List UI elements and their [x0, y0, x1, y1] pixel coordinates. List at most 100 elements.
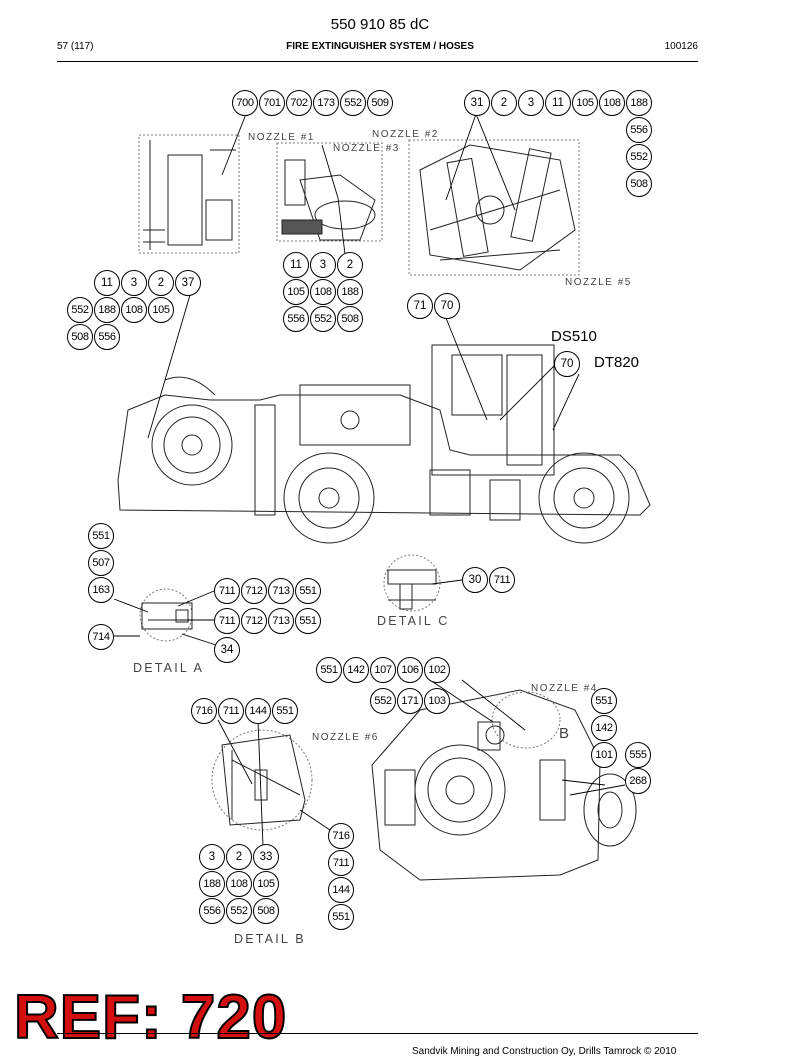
callout-bubble: 106 — [397, 657, 423, 683]
section-title: FIRE EXTINGUISHER SYSTEM / HOSES — [286, 41, 474, 52]
callout-bubble: 108 — [226, 871, 252, 897]
callout-bubble: 716 — [191, 698, 217, 724]
callout-bubble: 188 — [199, 871, 225, 897]
callout-bubble: 556 — [199, 898, 225, 924]
callout-bubble: 3 — [121, 270, 147, 296]
callout-bubble: 3 — [310, 252, 336, 278]
callout-bubble: 552 — [67, 297, 93, 323]
callout-bubble: 508 — [67, 324, 93, 350]
callout-bubble: 711 — [218, 698, 244, 724]
callout-bubble: 716 — [328, 823, 354, 849]
document-code: 100126 — [664, 41, 698, 52]
callout-bubble: 551 — [316, 657, 342, 683]
detail-a-view — [139, 588, 193, 642]
callout-bubble: 108 — [121, 297, 147, 323]
callout-bubble: 509 — [367, 90, 393, 116]
callout-bubble: 551 — [272, 698, 298, 724]
callout-bubble: 551 — [591, 688, 617, 714]
callout-bubble: 108 — [310, 279, 336, 305]
callout-bubble: 551 — [328, 904, 354, 930]
label-nozzle-3: NOZZLE #3 — [333, 143, 400, 154]
callout-bubble: 712 — [241, 578, 267, 604]
callout-bubble: 700 — [232, 90, 258, 116]
callout-bubble: 713 — [268, 608, 294, 634]
label-ds510: DS510 — [551, 328, 597, 345]
label-nozzle-5: NOZZLE #5 — [565, 277, 632, 288]
label-detail-b: DETAIL B — [234, 932, 306, 946]
label-detail-c: DETAIL C — [377, 614, 450, 628]
callout-bubble: 3 — [199, 844, 225, 870]
callout-bubble: 2 — [491, 90, 517, 116]
callout-bubble: 507 — [88, 550, 114, 576]
footer-copyright: Sandvik Mining and Construction Oy, Dril… — [412, 1046, 677, 1057]
callout-bubble: 105 — [253, 871, 279, 897]
callout-bubble: 552 — [310, 306, 336, 332]
detail-view-nozzle-2-3 — [408, 139, 580, 276]
callout-bubble: 34 — [214, 637, 240, 663]
callout-bubble: 713 — [268, 578, 294, 604]
callout-bubble: 711 — [214, 578, 240, 604]
callout-bubble: 11 — [94, 270, 120, 296]
callout-bubble: 552 — [626, 144, 652, 170]
callout-bubble: 552 — [340, 90, 366, 116]
callout-bubble: 142 — [591, 715, 617, 741]
machine-side-view — [117, 344, 651, 544]
callout-bubble: 142 — [343, 657, 369, 683]
callout-bubble: 556 — [283, 306, 309, 332]
callout-bubble: 556 — [94, 324, 120, 350]
page-reference: 57 (117) — [57, 41, 94, 52]
detail-c-view — [383, 554, 441, 612]
callout-bubble: 33 — [253, 844, 279, 870]
callout-bubble: 144 — [328, 877, 354, 903]
callout-bubble: 552 — [370, 688, 396, 714]
callout-bubble: 268 — [625, 768, 651, 794]
callout-bubble: 702 — [286, 90, 312, 116]
callout-bubble: 70 — [434, 293, 460, 319]
leader-lines — [113, 113, 626, 847]
callout-bubble: 551 — [295, 608, 321, 634]
callout-bubble: 107 — [370, 657, 396, 683]
callout-bubble: 173 — [313, 90, 339, 116]
callout-bubble: 2 — [226, 844, 252, 870]
footer-rule — [57, 1033, 698, 1034]
callout-bubble: 144 — [245, 698, 271, 724]
callout-bubble: 714 — [88, 624, 114, 650]
callout-bubble: 105 — [148, 297, 174, 323]
callout-bubble: 31 — [464, 90, 490, 116]
callout-bubble: 3 — [518, 90, 544, 116]
callout-bubble: 105 — [283, 279, 309, 305]
label-marker-b: B — [559, 725, 572, 742]
label-detail-a: DETAIL A — [133, 661, 205, 675]
machine-rear-view — [371, 689, 637, 881]
callout-bubble: 70 — [554, 351, 580, 377]
callout-bubble: 552 — [226, 898, 252, 924]
callout-bubble: 11 — [283, 252, 309, 278]
callout-bubble: 551 — [295, 578, 321, 604]
label-nozzle-6: NOZZLE #6 — [312, 732, 379, 743]
callout-bubble: 163 — [88, 577, 114, 603]
callout-bubble: 171 — [397, 688, 423, 714]
label-dt820: DT820 — [594, 354, 640, 371]
callout-bubble: 711 — [489, 567, 515, 593]
callout-bubble: 508 — [626, 171, 652, 197]
callout-bubble: 11 — [545, 90, 571, 116]
detail-view-top-left — [138, 134, 240, 254]
callout-bubble: 701 — [259, 90, 285, 116]
callout-bubble: 188 — [626, 90, 652, 116]
callout-bubble: 508 — [253, 898, 279, 924]
callout-bubble: 188 — [337, 279, 363, 305]
callout-bubble: 108 — [599, 90, 625, 116]
callout-bubble: 102 — [424, 657, 450, 683]
callout-bubble: 2 — [148, 270, 174, 296]
callout-bubble: 711 — [214, 608, 240, 634]
document-number: 550 910 85 dC — [330, 16, 430, 33]
callout-bubble: 103 — [424, 688, 450, 714]
callout-bubble: 37 — [175, 270, 201, 296]
detail-b-view — [211, 729, 313, 831]
callout-bubble: 30 — [462, 567, 488, 593]
callout-bubble: 556 — [626, 117, 652, 143]
callout-bubble: 188 — [94, 297, 120, 323]
callout-bubble: 508 — [337, 306, 363, 332]
label-nozzle-2: NOZZLE #2 — [372, 129, 439, 140]
